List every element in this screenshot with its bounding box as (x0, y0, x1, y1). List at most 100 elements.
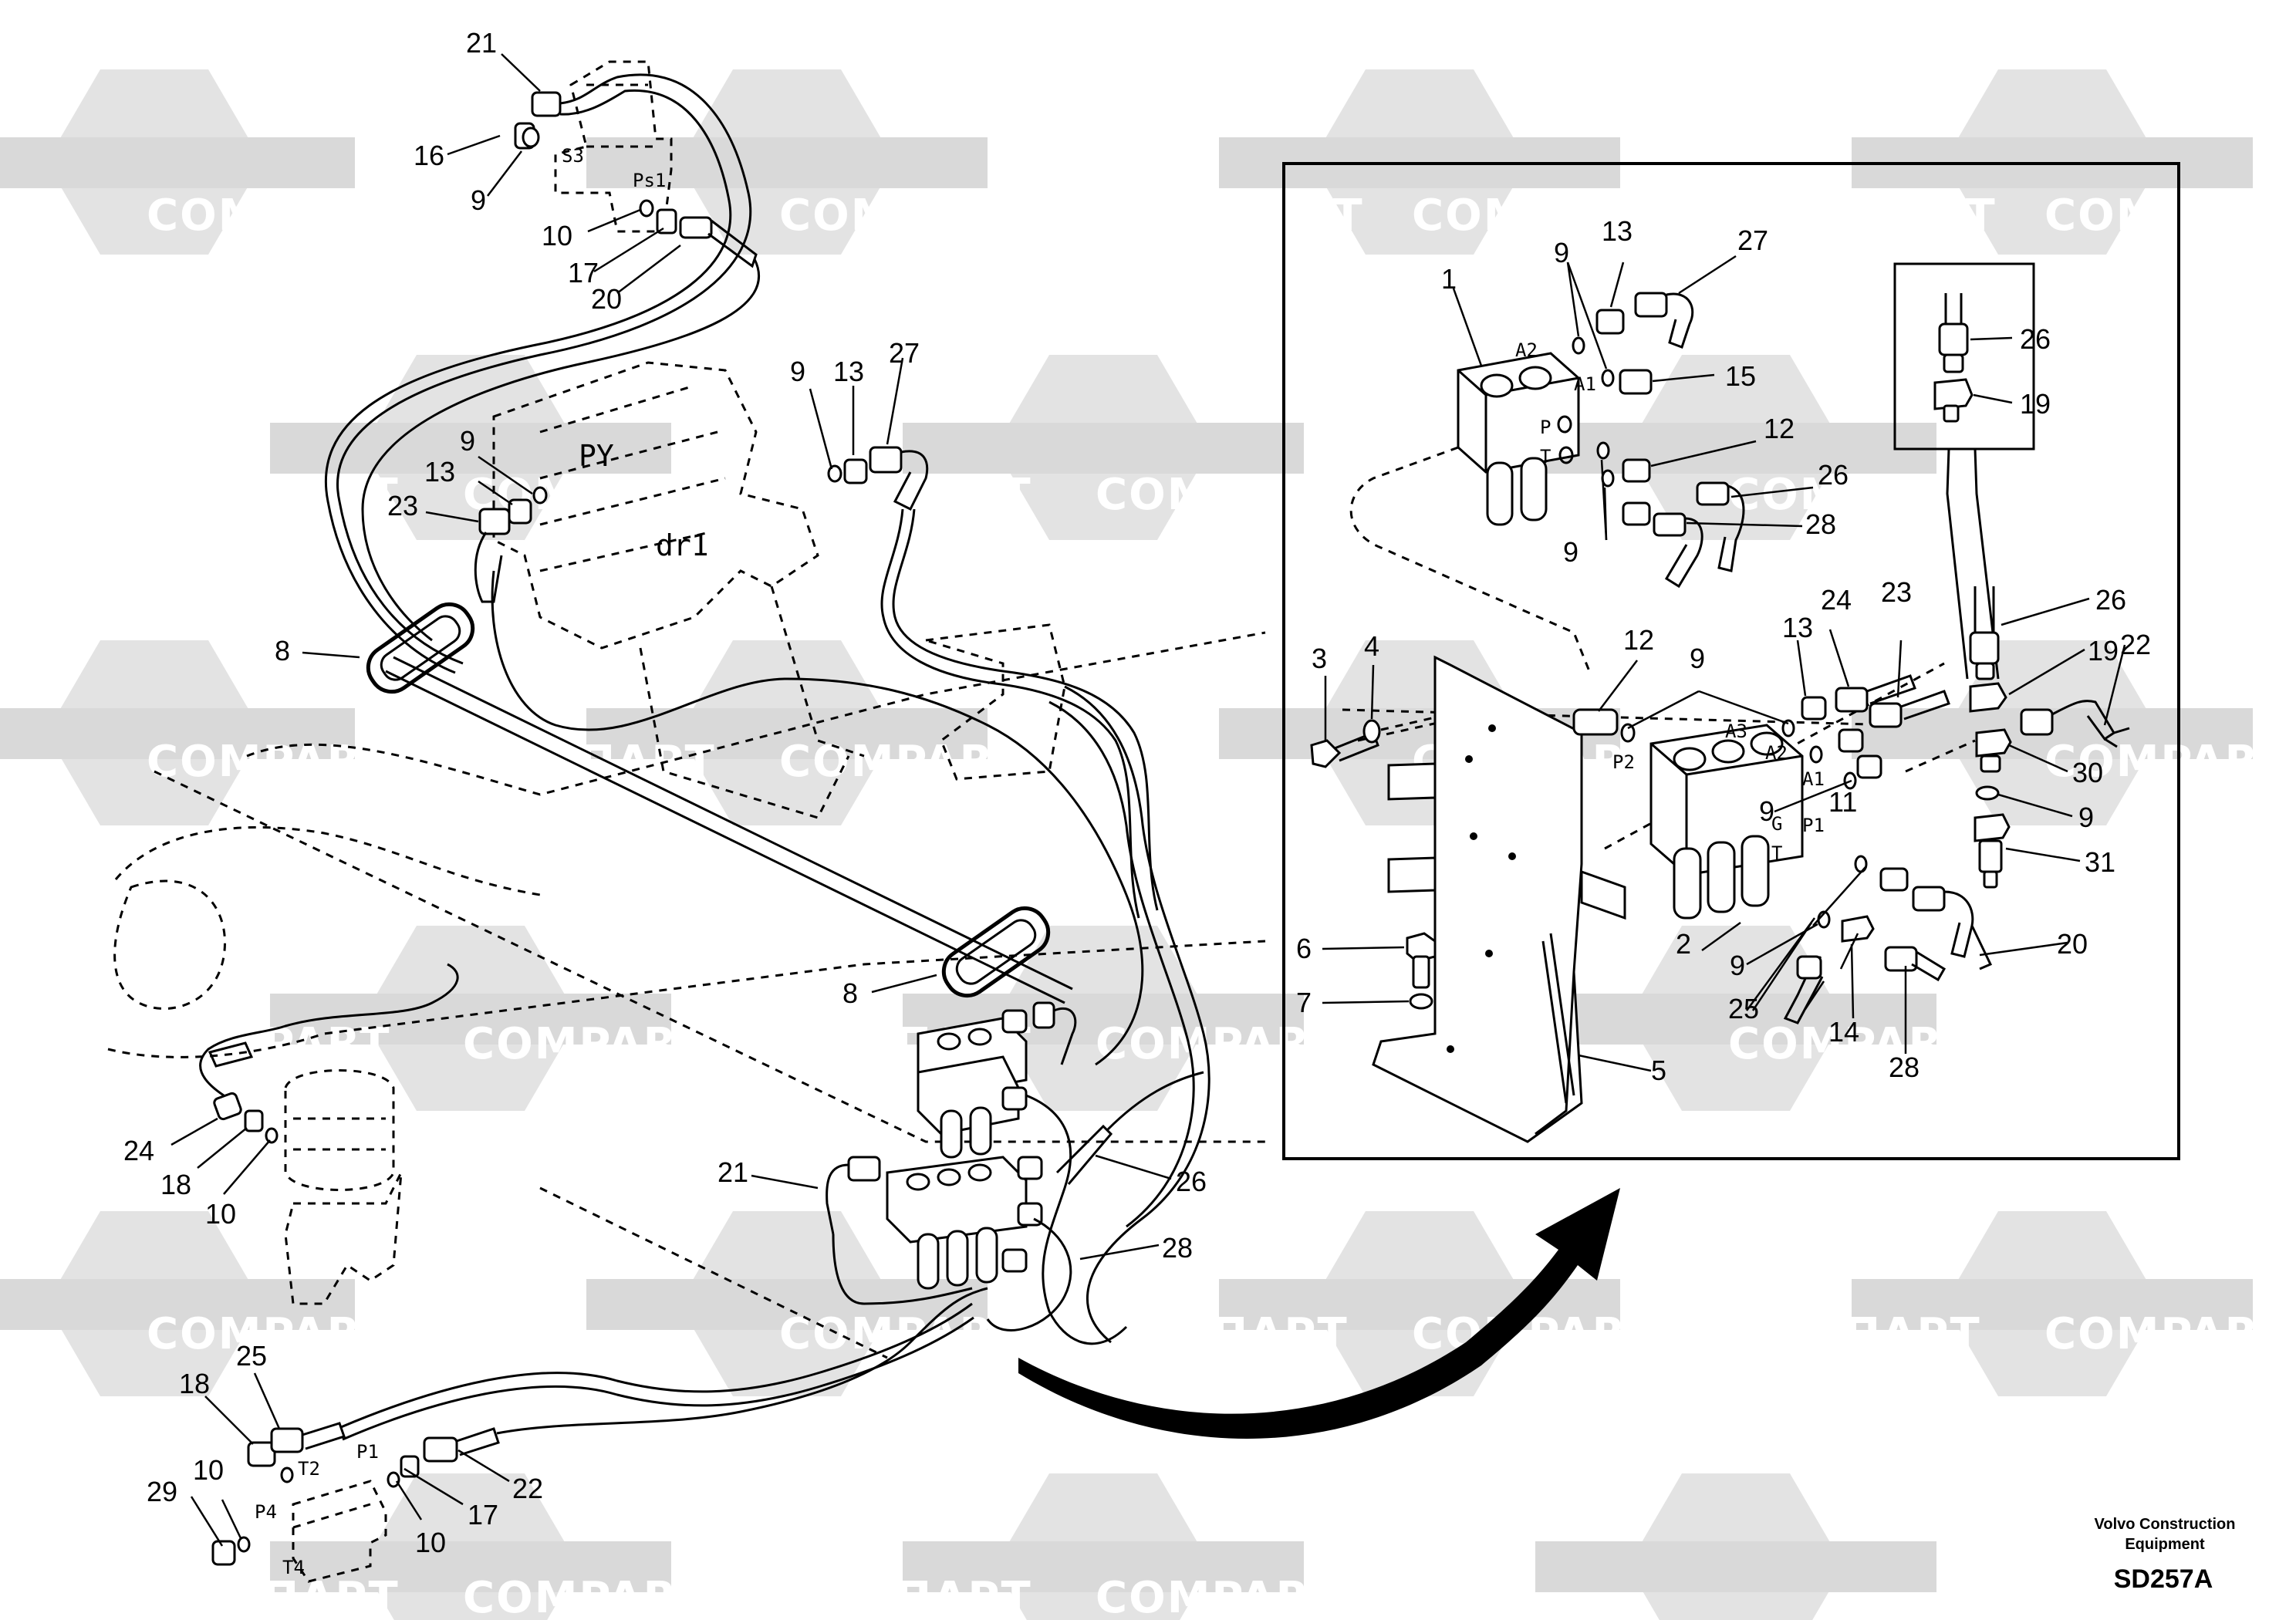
brand-line-2: Equipment (2125, 1536, 2205, 1553)
watermark-compart: COMPART (1728, 470, 1972, 520)
callout-8-lower: 8 (842, 977, 858, 1009)
callout-18-mid: 18 (160, 1169, 191, 1200)
watermark-kompart: KOMПAPT (2068, 1019, 2296, 1069)
port-label-t-lower: T (1771, 842, 1782, 864)
callout-2: 2 (1676, 928, 1691, 960)
bolt-and-washer-lower (1406, 932, 1437, 1010)
detail-box: P T A2 A1 (1282, 162, 2180, 1160)
callout-11: 11 (1828, 786, 1857, 818)
port-label-a3: A3 (1725, 721, 1747, 742)
port-label-t4: T4 (282, 1557, 305, 1578)
main-control-valve: PY dr1 (474, 361, 865, 819)
callout-14: 14 (1828, 1016, 1859, 1048)
watermark-compart: COMPART (147, 1309, 390, 1359)
callout-15: 15 (1725, 360, 1756, 392)
callout-9-mid: 9 (790, 356, 805, 387)
left-assembly: S3 Ps1 PY dr1 (107, 60, 1620, 1583)
watermark-kompart: KOMПAPT (2068, 470, 2296, 520)
pilot-hoses-upper (324, 73, 761, 674)
top-pilot-valve: S3 Ps1 (514, 60, 758, 268)
callout-19-inset: 19 (2020, 388, 2051, 420)
callout-9-detail-lower: 9 (1690, 643, 1705, 674)
callout-25-detail: 25 (1728, 993, 1759, 1024)
callout-6: 6 (1296, 933, 1312, 964)
watermark-kompart: KOMПAPT (1728, 1309, 1981, 1359)
callout-20-detail: 20 (2057, 928, 2088, 960)
callout-9-detail-mid: 9 (1563, 536, 1578, 568)
callout-28-detail-bottom: 28 (1889, 1051, 1920, 1083)
callout-22-bottom: 22 (512, 1473, 543, 1504)
boom-outline (107, 623, 1266, 1359)
watermark-compart: COMPART (147, 1019, 390, 1069)
callout-17-bottom: 17 (468, 1499, 498, 1531)
watermark-kompart: KOMПAPT (463, 737, 716, 787)
port-label-a1-lower: A1 (1802, 768, 1825, 790)
port-label-p1-lower: P1 (1802, 815, 1825, 836)
callout-10-bottom-right: 10 (415, 1527, 446, 1558)
callout-26-inset: 26 (2020, 323, 2051, 355)
callout-27-mid: 27 (889, 337, 920, 369)
callout-26-right: 26 (2095, 584, 2126, 616)
callout-25-bottom: 25 (236, 1340, 267, 1372)
port-label-p4: P4 (255, 1501, 277, 1523)
callout-17-top: 17 (568, 257, 599, 289)
watermark-compart: COMPART (779, 191, 1023, 241)
callout-29: 29 (147, 1476, 177, 1507)
fitting-cluster-27 (827, 446, 1159, 919)
port-label-p1: P1 (356, 1441, 379, 1463)
callout-24-detail: 24 (1821, 584, 1852, 616)
callout-22-right: 22 (2120, 629, 2151, 660)
callout-9-detail-p1: 9 (1759, 795, 1774, 827)
watermark-kompart: KOMПAPT (779, 470, 1032, 520)
right-fitting-column (1905, 586, 2130, 889)
mounting-bracket (1372, 655, 1626, 1143)
callout-21-center: 21 (718, 1156, 748, 1188)
drawing-code: SD257A (2114, 1564, 2213, 1594)
watermark-kompart: KOMПAPT (779, 1573, 1032, 1620)
watermark-compart: COMPART (779, 737, 1023, 787)
callout-4: 4 (1364, 630, 1379, 662)
watermark-compart: COMPART (1096, 470, 1339, 520)
watermark-compart: COMPART (463, 1019, 707, 1069)
center-valve-blocks (826, 1001, 1204, 1345)
watermark-compart: COMPART (1728, 1019, 1972, 1069)
callout-7: 7 (1296, 987, 1312, 1018)
watermark-compart: COMPART (2044, 1309, 2288, 1359)
callout-10-top: 10 (542, 220, 572, 251)
port-label-dr1: dr1 (656, 528, 709, 562)
callout-13-detail-lower: 13 (1782, 612, 1813, 643)
watermark-kompart: KOMПAPT (1744, 191, 1997, 241)
callout-9-mcv: 9 (460, 425, 475, 457)
callout-23-detail: 23 (1881, 576, 1912, 608)
callout-16: 16 (414, 140, 444, 171)
callout-13-detail-top: 13 (1602, 215, 1633, 247)
callout-21-top: 21 (466, 27, 497, 59)
port-label-g: G (1771, 813, 1782, 835)
callout-19-right: 19 (2088, 635, 2119, 667)
callout-18-bottom: 18 (179, 1368, 210, 1399)
watermark-compart: COMPART (2044, 737, 2288, 787)
watermark-compart: COMPART (1096, 1573, 1339, 1620)
callout-8-upper: 8 (275, 635, 290, 667)
callout-9-top: 9 (471, 184, 486, 216)
watermark-layer: COMPART COMPART KOMПAPT COMPART KOMПAPT … (0, 69, 2296, 1620)
callout-10-mid: 10 (205, 1198, 236, 1230)
callout-9-right: 9 (2078, 802, 2094, 833)
callout-24-left: 24 (123, 1135, 154, 1166)
port-label-py: PY (579, 439, 614, 473)
callout-13-mcv: 13 (424, 456, 455, 488)
detail-arrow (1018, 1188, 1620, 1439)
callout-3: 3 (1312, 643, 1327, 674)
port-label-t2: T2 (298, 1458, 320, 1480)
callout-9-detail-top: 9 (1554, 237, 1569, 268)
callout-27-detail: 27 (1737, 224, 1768, 256)
callout-26-center: 26 (1176, 1166, 1207, 1197)
callout-12-upper: 12 (1764, 413, 1795, 444)
callout-12-lower: 12 (1623, 624, 1654, 656)
watermark-kompart: KOMПAPT (147, 470, 400, 520)
watermark-compart: COMPART (463, 1573, 707, 1620)
watermark-kompart: KOMПAPT (1111, 191, 1364, 241)
boom-hoses (366, 570, 1210, 1344)
callout-23-left: 23 (387, 490, 418, 521)
